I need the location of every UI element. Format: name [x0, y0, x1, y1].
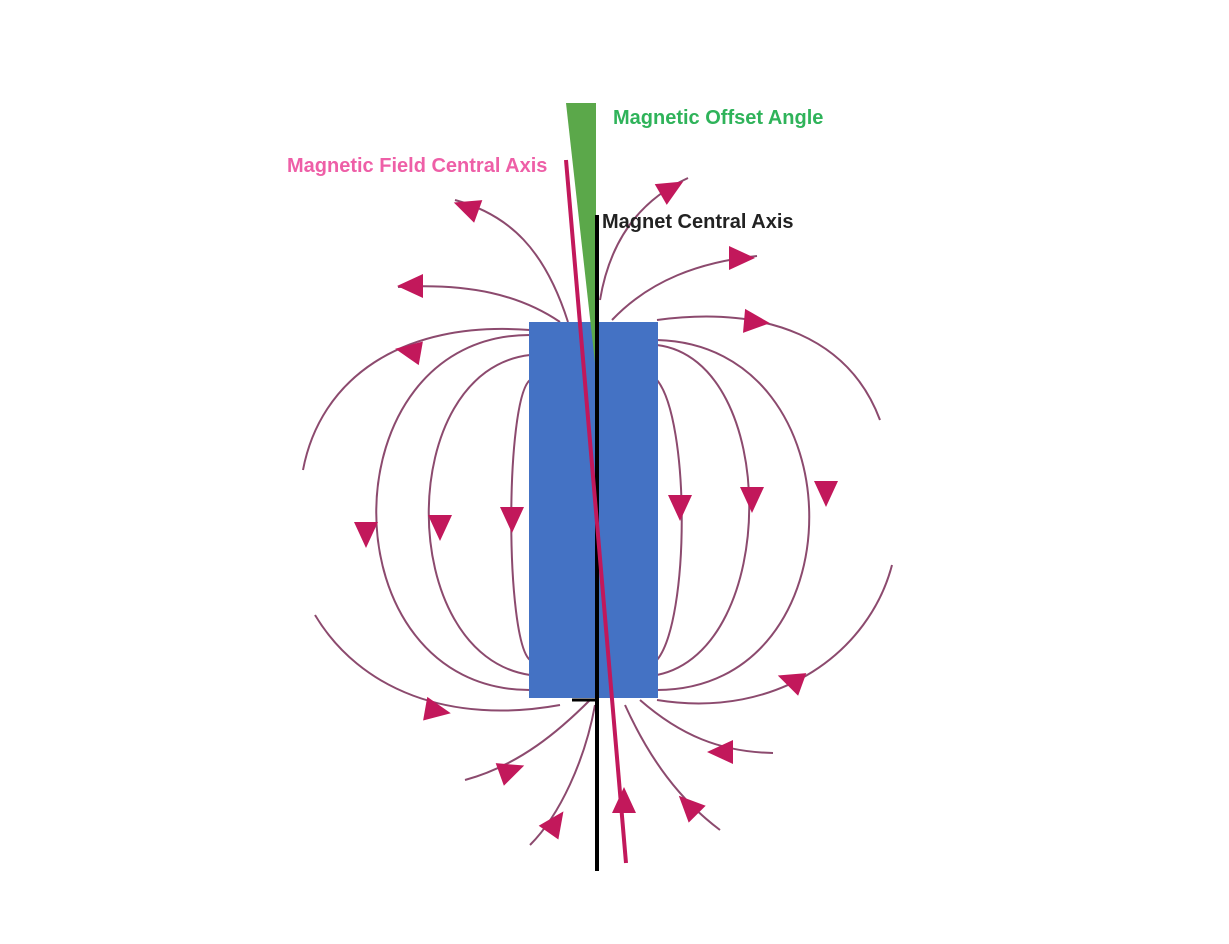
- field-arrowhead: [354, 522, 378, 548]
- field-arrowhead: [729, 246, 755, 270]
- field-line-left-bottom: [314, 614, 561, 712]
- field-arrowhead: [777, 673, 807, 696]
- field-line-left-outer: [302, 327, 531, 471]
- field-line-right-bottom: [656, 564, 893, 705]
- field-arrowhead: [707, 740, 733, 764]
- arrowheads: [354, 181, 838, 840]
- field-arrowhead: [423, 696, 451, 721]
- field-line-bottom-left-2: [529, 704, 596, 846]
- field-arrowhead: [814, 481, 838, 507]
- field-arrowhead: [743, 308, 770, 333]
- magnet-body: [529, 322, 658, 698]
- field-arrowhead: [678, 795, 706, 823]
- field-arrowhead: [500, 507, 524, 533]
- field-arrowhead: [397, 274, 423, 298]
- field-line-right-inner: [656, 379, 683, 661]
- field-arrowhead: [538, 811, 564, 840]
- field-arrowhead: [428, 515, 452, 541]
- field-axis-label: Magnetic Field Central Axis: [287, 155, 547, 177]
- field-arrowhead: [740, 487, 764, 513]
- offset-angle-wedge: [566, 103, 596, 372]
- field-arrowhead: [654, 181, 684, 205]
- field-line-left-2: [427, 354, 531, 676]
- field-line-left-3: [375, 334, 531, 691]
- field-arrowhead: [395, 341, 423, 366]
- field-arrowhead: [668, 495, 692, 521]
- field-arrowhead: [453, 200, 483, 223]
- field-line-right-3: [656, 339, 811, 691]
- offset-angle-label: Magnetic Offset Angle: [613, 107, 823, 129]
- field-line-bottom-right-1: [624, 704, 721, 831]
- magnetic-field-central-axis: [564, 159, 628, 864]
- field-line-bottom-left-1: [464, 699, 591, 781]
- field-arrowhead: [495, 763, 525, 786]
- field-line-right-outer: [656, 315, 881, 421]
- field-arrowhead: [612, 787, 636, 813]
- magnet-axis-label: Magnet Central Axis: [602, 211, 794, 233]
- field-line-bottom-right-2: [639, 699, 774, 754]
